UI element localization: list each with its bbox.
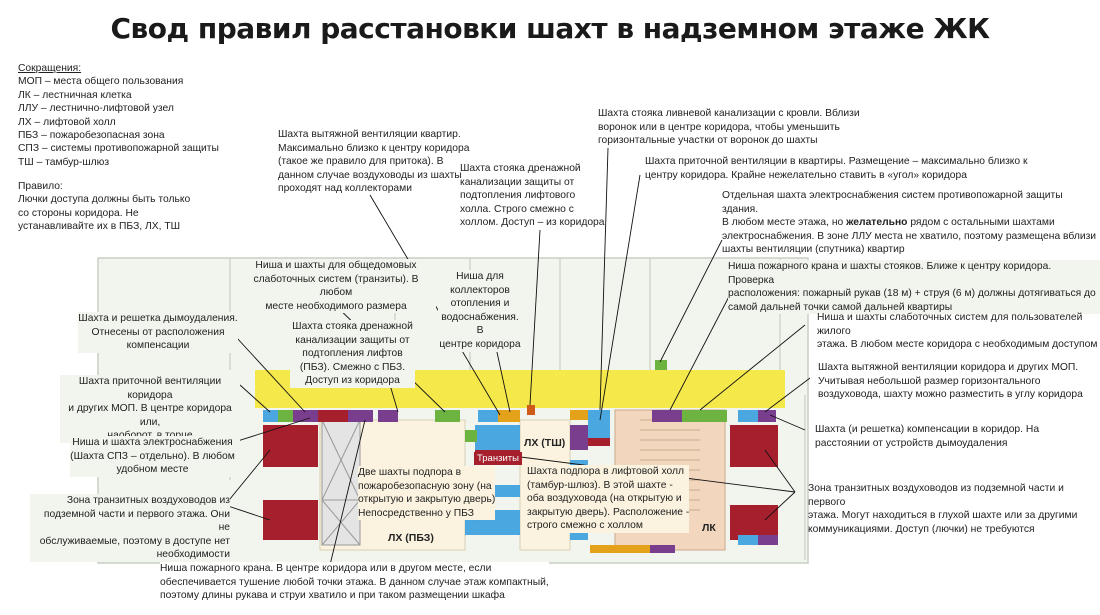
- rule-line: устанавливайте их в ПБЗ, ЛХ, ТШ: [18, 221, 181, 233]
- legend-item: ЛК – лестничная клетка: [18, 89, 132, 101]
- shaft-orange: [590, 545, 650, 553]
- annotation-low-current-common: Ниша и шахты для общедомовых слаботочных…: [236, 259, 436, 314]
- supply-shaft-corridor: [263, 410, 278, 422]
- annotation-compensation: Шахта (и решетка) компенсации в коридор.…: [815, 424, 1040, 449]
- annotation-collectors: Ниша для коллекторов отопления и водосна…: [438, 270, 522, 352]
- shaft-purple: [570, 425, 588, 450]
- shaft-blue: [738, 535, 758, 545]
- shaft-red-small: [588, 438, 610, 446]
- shaft-green: [278, 410, 293, 422]
- legend-item: ЛХ – лифтовой холл: [18, 116, 116, 128]
- annotation-transit-right: Зона транзитных воздуховодов из подземно…: [808, 483, 1078, 535]
- abbreviations-legend: Сокращения: МОП – места общего пользован…: [18, 62, 219, 169]
- shaft-purple: [348, 410, 373, 422]
- room-label-transit: Транзиты: [474, 452, 522, 465]
- shaft-purple: [650, 545, 675, 553]
- shaft-purple: [293, 410, 318, 422]
- legend-item: ТШ – тамбур-шлюз: [18, 156, 110, 168]
- annotation-power-niche: Ниша и шахта электроснабжения (Шахта СПЗ…: [70, 436, 235, 477]
- annotation-supply-corridor: Шахта приточной вентиляции коридора и др…: [60, 375, 240, 443]
- legend-item: МОП – места общего пользования: [18, 76, 184, 88]
- annotation-exhaust-corridor: Шахта вытяжной вентиляции коридора и дру…: [818, 362, 1083, 401]
- room-label-lh-pbz: ЛХ (ПБЗ): [388, 532, 434, 544]
- annotation-rain-drain: Шахта стояка ливневой канализации с кров…: [598, 108, 860, 147]
- annotation-transit-left: Зона транзитных воздуховодов из подземно…: [30, 494, 230, 562]
- annotation-drainage-pbz: Шахта стояка дренажной канализации защит…: [290, 320, 415, 388]
- annotation-power-fire: Отдельная шахта электроснабжения систем …: [722, 190, 1097, 256]
- shaft-orange: [570, 410, 588, 420]
- annotation-low-current-residents: Ниша и шахты слаботочных систем для поль…: [817, 312, 1098, 351]
- rule-line: со стороны коридора. Не: [18, 207, 139, 219]
- shaft-red: [527, 405, 535, 415]
- legend-item: СПЗ – системы противопожарной защиты: [18, 143, 219, 155]
- shaft-purple: [758, 410, 776, 422]
- legend-item: ПБЗ – пожаробезопасная зона: [18, 130, 165, 142]
- shaft-green: [435, 410, 460, 422]
- shaft-green: [465, 430, 477, 442]
- annotation-hydrant: Ниша пожарного крана и шахты стояков. Бл…: [728, 260, 1100, 315]
- annotation-fire-hydrant-niche: Ниша пожарного крана. В центре коридора …: [160, 562, 549, 603]
- transit-shaft-left-top: [263, 425, 318, 467]
- shaft-red: [318, 410, 348, 422]
- annotation-tsh-supply: Шахта подпора в лифтовой холл (тамбур-шл…: [527, 465, 690, 533]
- transit-shaft-right-top: [730, 425, 778, 467]
- rule-note: Правило: Лючки доступа должны быть тольк…: [18, 180, 203, 234]
- shaft-blue: [478, 410, 498, 422]
- shaft-purple: [652, 410, 682, 422]
- rule-line: Лючки доступа должны быть только: [18, 194, 191, 206]
- annotation-pbz-supply: Две шахты подпора в пожаробезопасную зон…: [358, 466, 496, 521]
- rule-heading: Правило:: [18, 181, 63, 192]
- shaft-green-top: [655, 360, 667, 370]
- page-title: Свод правил расстановки шахт в надземном…: [110, 12, 990, 45]
- shaft-orange: [498, 410, 520, 422]
- shaft-green: [682, 410, 727, 422]
- annotation-supply-apartments: Шахта приточной вентиляции в квартиры. Р…: [645, 156, 1028, 181]
- shaft-blue: [588, 410, 610, 438]
- room-label-lk: ЛК: [702, 522, 716, 534]
- transit-shaft-right-bottom: [730, 505, 778, 540]
- annotation-smoke-removal: Шахта и решетка дымоудаления. Отнесены о…: [78, 312, 238, 353]
- legend-item: ЛЛУ – лестнично-лифтовой узел: [18, 103, 174, 115]
- transit-shaft-left-bottom: [263, 500, 318, 540]
- legend-heading: Сокращения:: [18, 63, 82, 74]
- shaft-purple: [378, 410, 398, 422]
- shaft-blue-transit: [475, 425, 520, 450]
- room-label-lh-tsh: ЛХ (ТШ): [524, 437, 566, 449]
- shaft-purple: [758, 535, 778, 545]
- annotation-exhaust-apartments: Шахта вытяжной вентиляции квартир. Макси…: [278, 129, 470, 195]
- annotation-drainage-fire: Шахта стояка дренажной канализации защит…: [460, 163, 605, 229]
- shaft-blue: [738, 410, 758, 422]
